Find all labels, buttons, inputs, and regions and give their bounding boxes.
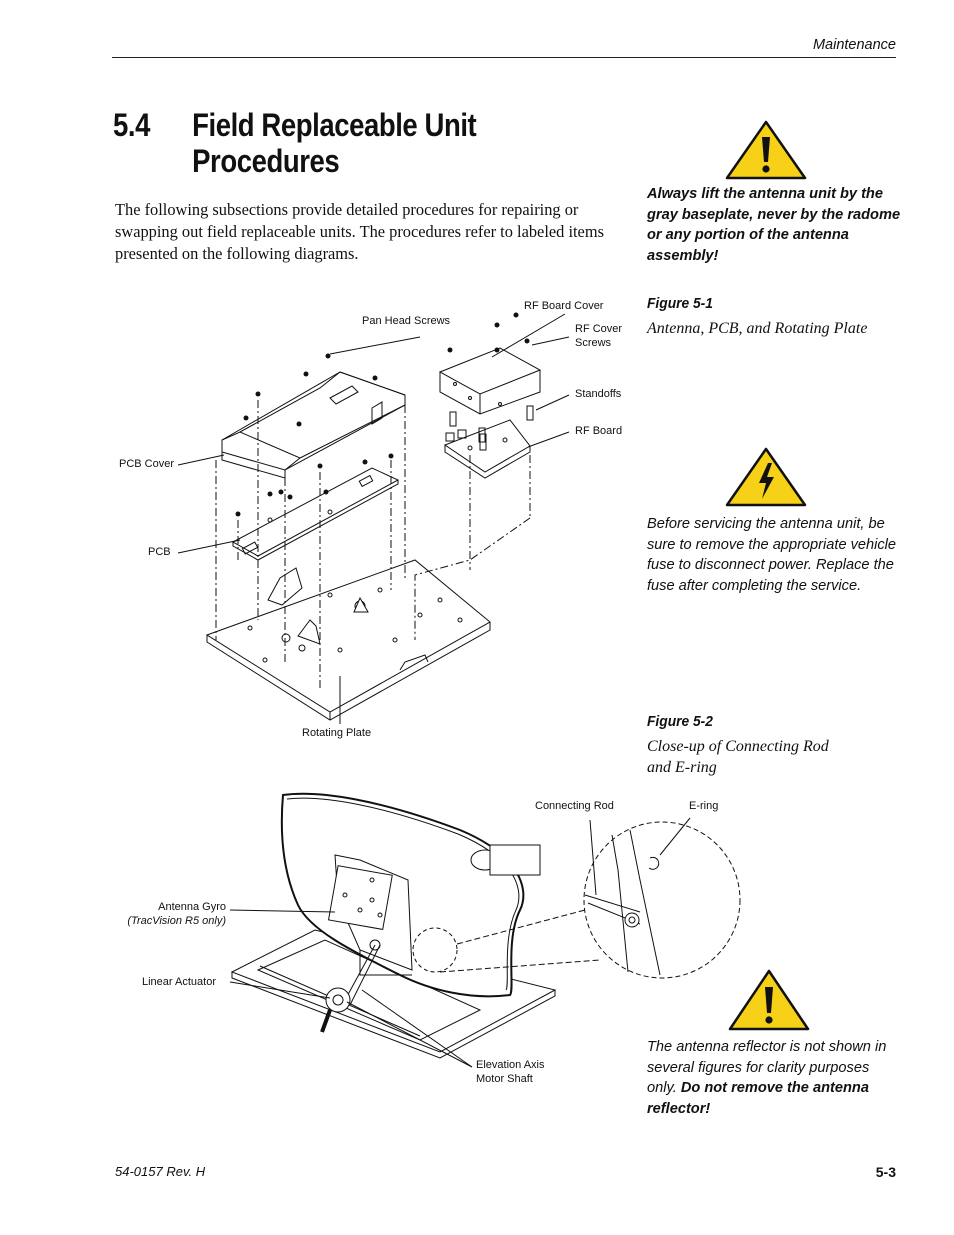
page-number: 5-3	[875, 1164, 896, 1180]
reflector-note-bold: Do not remove the antenna reflector!	[647, 1080, 869, 1117]
linear-actuator-shape	[320, 987, 351, 1033]
reflector-note-text: The antenna reflector is not shown in se…	[647, 1037, 902, 1119]
intro-paragraph: The following subsections provide detail…	[115, 200, 604, 263]
rf-board-cover-shape	[438, 347, 542, 415]
label-antenna-gyro: Antenna Gyro (TracVision R5 only)	[116, 900, 226, 928]
label-rotating-plate: Rotating Plate	[302, 727, 372, 739]
reflector-note-plain: The antenna reflector is not shown in se…	[647, 1039, 887, 1096]
figure-5-2-caption-line-2: and E-ring	[647, 759, 717, 776]
label-rf-board: RF Board	[575, 425, 623, 437]
caution-icon	[728, 969, 810, 1031]
label-elevation-axis: Elevation Axis Motor Shaft	[476, 1058, 544, 1086]
label-linear-actuator: Linear Actuator	[142, 976, 216, 988]
screws	[235, 312, 530, 517]
label-pan-head-screws: Pan Head Screws	[362, 315, 451, 327]
lift-warning-text: Always lift the antenna unit by the gray…	[647, 186, 901, 264]
figure-5-1-caption: Antenna, PCB, and Rotating Plate	[647, 320, 868, 337]
label-elevation-axis-2: Motor Shaft	[476, 1073, 533, 1085]
figure-5-2-caption-line-1: Close-up of Connecting Rod	[647, 738, 829, 755]
closeup-shape	[583, 821, 741, 979]
label-rf-cover-screws-2: Screws	[575, 337, 612, 349]
section-number: 5.4	[113, 107, 150, 143]
heading-line-2: Procedures	[192, 143, 340, 179]
power-warning-text: Before servicing the antenna unit, be su…	[647, 516, 897, 594]
electrical-hazard-icon	[725, 447, 807, 507]
label-antenna-gyro-note: (TracVision R5 only)	[127, 915, 226, 927]
header-rule	[112, 57, 896, 58]
label-connecting-rod: Connecting Rod	[535, 800, 614, 812]
caution-icon	[725, 120, 807, 180]
label-antenna-gyro-name: Antenna Gyro	[158, 901, 226, 913]
label-standoffs: Standoffs	[575, 388, 622, 400]
label-pcb: PCB	[148, 546, 171, 558]
standoff-shape	[478, 427, 486, 443]
label-elevation-axis-1: Elevation Axis	[476, 1059, 545, 1071]
antenna-base-shape	[230, 929, 557, 1059]
standoff-shape	[526, 405, 534, 421]
section-header: Maintenance	[812, 37, 896, 53]
detail-callout-circle	[412, 927, 458, 973]
figure-5-2-caption: Close-up of Connecting Rod and E-ring	[647, 736, 907, 778]
label-e-ring: E-ring	[689, 800, 719, 812]
label-rf-board-cover: RF Board Cover	[524, 300, 604, 312]
figure-5-2-number: Figure 5-2	[647, 713, 713, 730]
section-heading: 5.4 Field Replaceable Unit Procedures	[113, 107, 595, 179]
label-pcb-cover: PCB Cover	[119, 458, 175, 470]
standoff-shape	[449, 411, 457, 427]
antenna-pedestal-shape	[327, 844, 541, 1006]
figure-5-1-number: Figure 5-1	[647, 295, 713, 312]
label-rf-cover-screws: RF Cover Screws	[575, 322, 622, 350]
heading-line-1: Field Replaceable Unit	[192, 107, 477, 143]
label-rf-cover-screws-1: RF Cover	[575, 323, 623, 335]
document-number: 54-0157 Rev. H	[115, 1164, 206, 1179]
